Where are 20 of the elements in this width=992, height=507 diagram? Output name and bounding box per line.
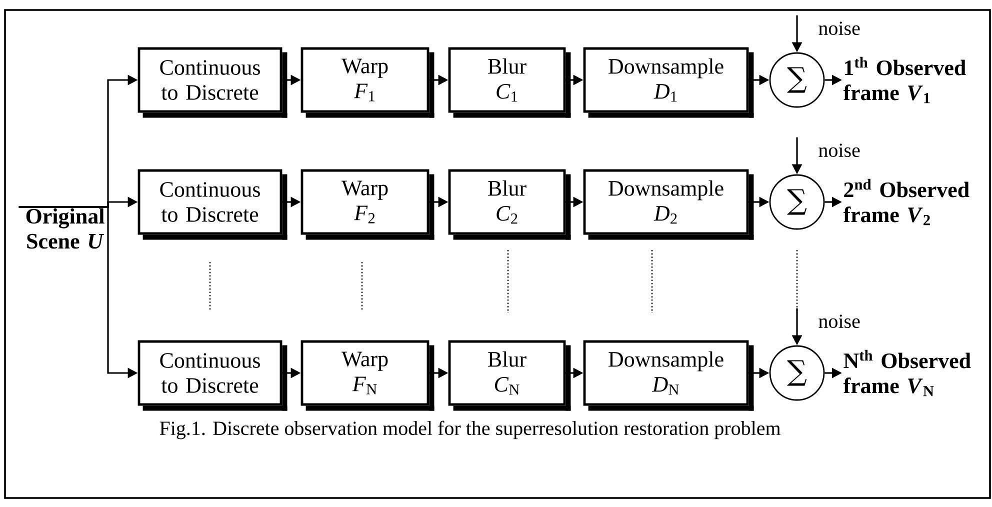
process-box: Continuous to Discrete bbox=[138, 47, 288, 118]
process-box: Downsample D$_{1}$ bbox=[583, 47, 754, 118]
output-label: N$^{th}$ Observed frame V$_{N}$ bbox=[843, 350, 971, 396]
process-box: Warp F$_{N}$ bbox=[300, 340, 434, 411]
edge-label: noise bbox=[818, 144, 860, 157]
process-box: Continuous to Discrete bbox=[138, 169, 288, 240]
process-box: Blur C$_{1}$ bbox=[448, 47, 571, 118]
process-box: Downsample D$_{N}$ bbox=[583, 340, 754, 411]
edge-label: noise bbox=[818, 314, 860, 328]
process-box: Blur C$_{N}$ bbox=[448, 340, 571, 411]
source-label: Original Scene U bbox=[26, 208, 104, 249]
caption: Fig.1. Discrete observation model for the superresolution restoration problem bbox=[160, 420, 780, 440]
process-box: Downsample D$_{2}$ bbox=[583, 169, 754, 240]
edge-label: noise bbox=[818, 22, 860, 35]
process-box: Blur C$_{2}$ bbox=[448, 169, 571, 240]
process-box: Continuous to Discrete bbox=[138, 340, 288, 411]
process-box: Warp F$_{2}$ bbox=[300, 169, 434, 240]
output-label: 2$^{nd}$ Observed frame V$_{2}$ bbox=[843, 178, 970, 226]
output-label: 1$^{th}$ Observed frame V$_{1}$ bbox=[843, 56, 966, 104]
process-box: Warp F$_{1}$ bbox=[300, 47, 434, 118]
